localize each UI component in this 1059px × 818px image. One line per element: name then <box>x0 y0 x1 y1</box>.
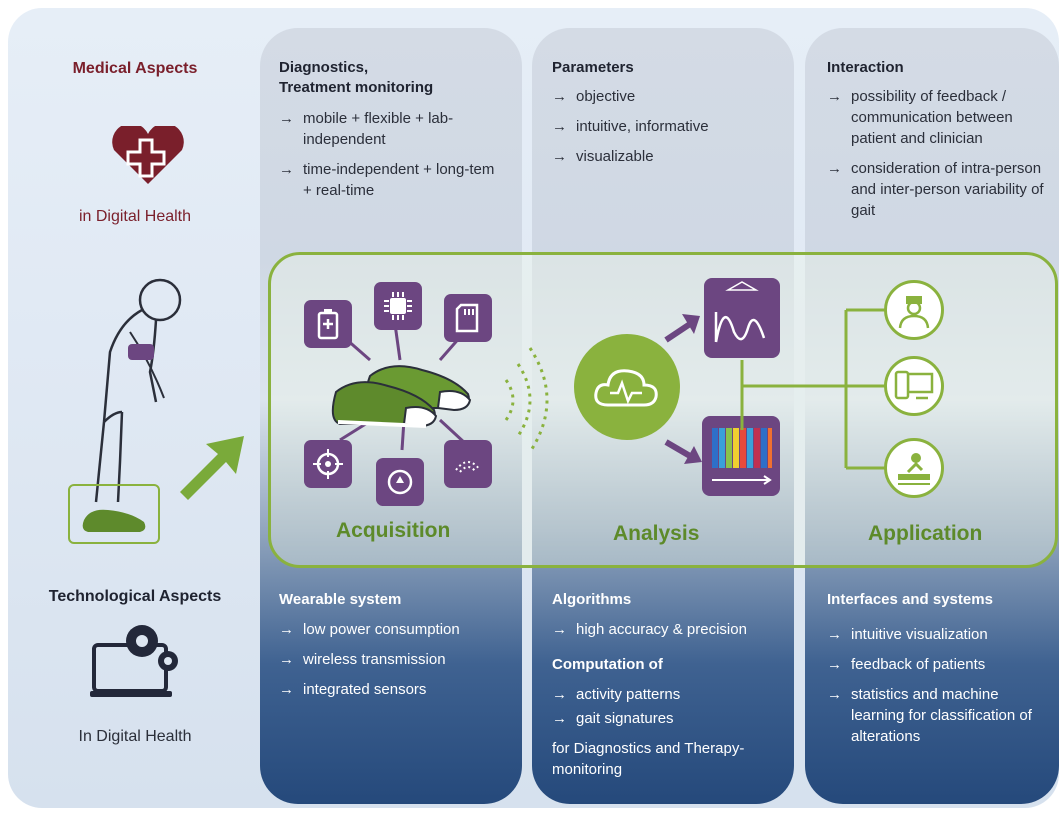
technological-aspects-subtitle: In Digital Health <box>78 728 192 745</box>
list-item: intuitive visualization <box>827 624 1049 645</box>
list-item: gait signatures <box>552 708 782 729</box>
technological-aspects-title: Technological Aspects <box>48 588 222 605</box>
chip-icon <box>374 282 422 330</box>
col1-top-title-line2: Treatment monitoring <box>279 79 434 96</box>
col2-bottom-title-2: Computation of <box>552 656 663 673</box>
application-connector-lines <box>740 308 886 470</box>
analysis-label: Analysis <box>613 522 700 545</box>
patient-illustration <box>60 262 190 542</box>
target-icon <box>304 440 352 488</box>
list-item: intuitive, informative <box>552 116 777 137</box>
list-item: consideration of intra-person and inter-… <box>827 158 1052 221</box>
list-item: mobile + flexible + lab-independent <box>279 108 504 150</box>
col2-bottom-note: for Diagnostics and Therapy-monitoring <box>552 740 745 778</box>
col2-bottom-list: high accuracy & precision <box>552 619 782 649</box>
list-item: time-independent + long-tem + real-time <box>279 159 504 201</box>
heart-plus-icon <box>108 123 188 186</box>
wireless-signal-icon <box>498 340 558 460</box>
therapy-icon <box>884 438 944 498</box>
clinician-icon <box>884 280 944 340</box>
list-item: wireless transmission <box>279 649 504 670</box>
heatmap-icon <box>702 416 780 496</box>
col2-top-title: Parameters <box>552 59 634 76</box>
list-item: high accuracy & precision <box>552 619 782 640</box>
col3-bottom-list: intuitive visualization feedback of pati… <box>827 624 1049 756</box>
laptop-gears-icon <box>90 615 190 705</box>
list-item: feedback of patients <box>827 654 1049 675</box>
gait-curve-icon <box>704 278 780 358</box>
col2-bottom-title: Algorithms <box>552 591 632 608</box>
cloud-signal-icon <box>574 334 680 440</box>
pressure-sensor-icon <box>444 440 492 488</box>
medical-aspects-subtitle: in Digital Health <box>78 208 192 225</box>
col3-top-list: possibility of feedback / communication … <box>827 86 1052 230</box>
list-item: visualizable <box>552 146 777 167</box>
col1-top-list: mobile + flexible + lab-independent time… <box>279 108 504 210</box>
green-shoes-illustration <box>330 348 475 438</box>
col1-bottom-list: low power consumption wireless transmiss… <box>279 619 504 709</box>
list-item: low power consumption <box>279 619 504 640</box>
analysis-arrows <box>664 314 702 464</box>
application-label: Application <box>868 522 983 545</box>
devices-icon <box>884 356 944 416</box>
big-green-arrow <box>170 430 250 500</box>
list-item: integrated sensors <box>279 679 504 700</box>
col3-bottom-title: Interfaces and systems <box>827 591 993 608</box>
col3-top-title: Interaction <box>827 59 904 76</box>
col1-top-title-line1: Diagnostics, <box>279 59 369 76</box>
sd-card-icon <box>444 294 492 342</box>
col1-bottom-title: Wearable system <box>279 591 402 608</box>
battery-icon <box>304 300 352 348</box>
col2-bottom-list-2: activity patterns gait signatures <box>552 684 782 732</box>
list-item: possibility of feedback / communication … <box>827 86 1052 149</box>
rotation-icon <box>376 458 424 506</box>
col2-top-list: objective intuitive, informative visuali… <box>552 86 777 176</box>
list-item: activity patterns <box>552 684 782 705</box>
medical-aspects-title: Medical Aspects <box>72 60 198 77</box>
shoe-highlight-box <box>68 484 160 544</box>
list-item: objective <box>552 86 777 107</box>
acquisition-label: Acquisition <box>336 519 451 542</box>
list-item: statistics and machine learning for clas… <box>827 684 1049 747</box>
